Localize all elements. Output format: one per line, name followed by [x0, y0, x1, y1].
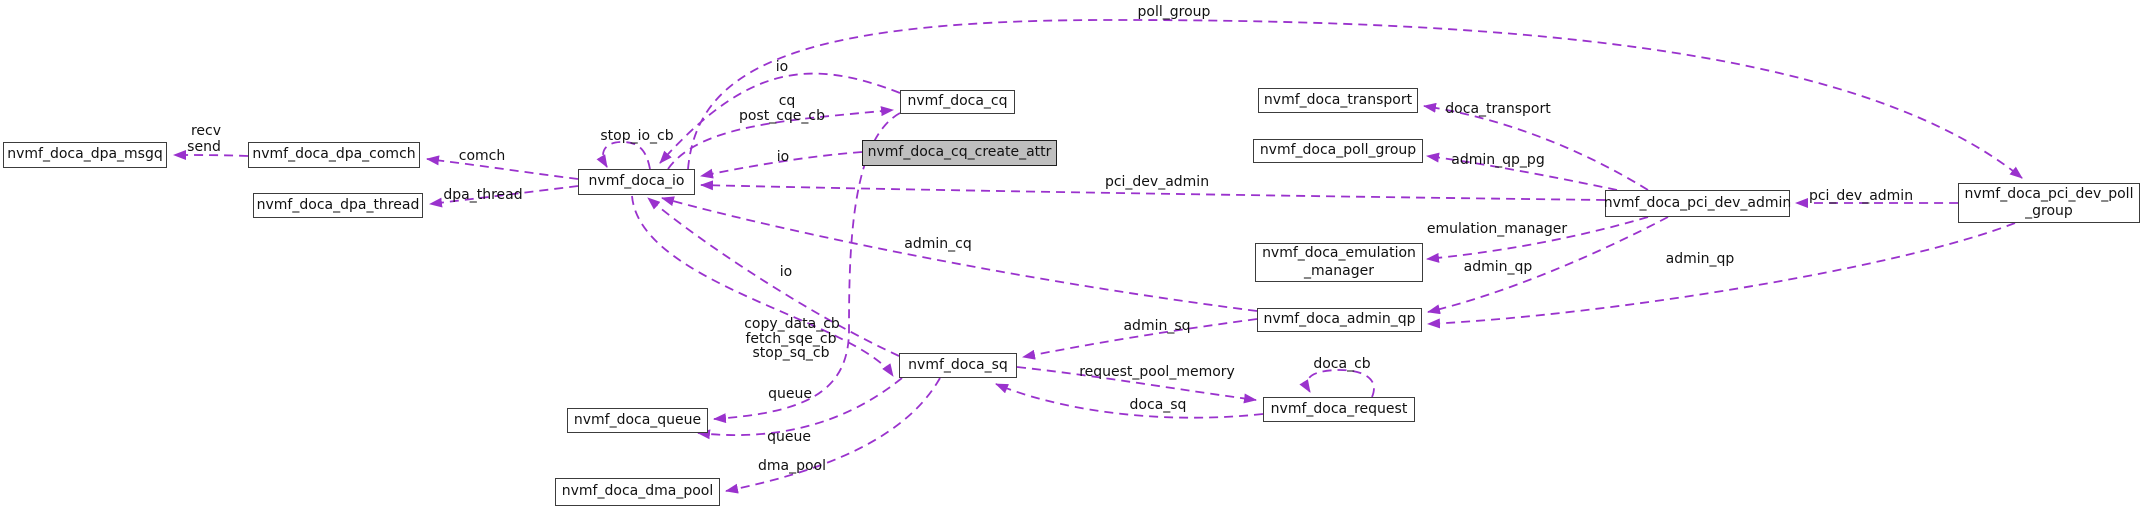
- edge-pci-dev-admin-to-admin-qp: [1427, 216, 1669, 315]
- node-nvmf-doca-dpa-thread[interactable]: nvmf_doca_dpa_thread: [253, 193, 423, 218]
- node-nvmf-doca-request[interactable]: nvmf_doca_request: [1263, 397, 1415, 422]
- node-nvmf-doca-admin-qp[interactable]: nvmf_doca_admin_qp: [1257, 308, 1422, 332]
- edge-admin-qp-to-io: [661, 196, 1258, 312]
- node-label: nvmf_doca_dma_pool: [561, 483, 714, 500]
- node-nvmf-doca-dpa-comch[interactable]: nvmf_doca_dpa_comch: [248, 142, 420, 168]
- edge-doca-cb-self-loop: [1299, 369, 1375, 398]
- edge-io-to-dpa-thread: [429, 185, 579, 208]
- node-nvmf-doca-dpa-msgq[interactable]: nvmf_doca_dpa_msgq: [3, 142, 167, 168]
- edge-sq-to-io: [647, 197, 900, 357]
- node-label: nvmf_doca_queue: [573, 411, 702, 428]
- node-label: _group: [2025, 203, 2073, 219]
- node-nvmf-doca-transport[interactable]: nvmf_doca_transport: [1258, 88, 1418, 113]
- node-label: nvmf_doca_emulation: [1262, 245, 1416, 261]
- edge-request-to-sq: [995, 383, 1264, 419]
- edge-pci-dev-poll-group-to-admin-qp: [1427, 222, 2016, 329]
- node-nvmf-doca-poll-group[interactable]: nvmf_doca_poll_group: [1253, 139, 1423, 163]
- node-label: nvmf_doca_dpa_msgq: [7, 146, 163, 163]
- edge-sq-to-dma-pool: [725, 377, 941, 494]
- edge-pci-dev-admin-to-emulation-manager: [1426, 216, 1649, 263]
- edge-cq-to-queue: [713, 112, 901, 424]
- node-label: nvmf_doca_transport: [1263, 91, 1413, 108]
- node-nvmf-doca-cq-create-attr[interactable]: nvmf_doca_cq_create_attr: [862, 140, 1057, 166]
- edge-comch-to-msgq: [173, 150, 249, 161]
- edge-sq-to-queue: [697, 377, 903, 440]
- edge-io-to-pci-dev-poll-group: [687, 19, 2023, 179]
- node-nvmf-doca-dma-pool[interactable]: nvmf_doca_dma_pool: [555, 478, 720, 506]
- node-nvmf-doca-pci-dev-poll-group[interactable]: nvmf_doca_pci_dev_poll_group: [1958, 183, 2140, 223]
- node-label: nvmf_doca_cq: [907, 93, 1008, 110]
- node-label: _manager: [1304, 262, 1374, 279]
- edge-pci-dev-admin-to-io: [700, 180, 1606, 201]
- edge-admin-qp-to-sq: [1022, 318, 1258, 360]
- node-label: nvmf_doca_request: [1270, 400, 1408, 417]
- edge-stop-io-cb-self-loop: [596, 141, 651, 170]
- node-label: nvmf_doca_pci_dev_poll: [1964, 185, 2134, 202]
- node-label: nvmf_doca_poll_group: [1259, 142, 1417, 159]
- node-nvmf-doca-sq[interactable]: nvmf_doca_sq: [899, 353, 1017, 378]
- edge-io-to-sq: [631, 195, 894, 377]
- edge-create-attr-to-io: [700, 151, 863, 179]
- node-label: nvmf_doca_io: [588, 173, 685, 190]
- edge-sq-to-request: [1016, 366, 1257, 404]
- node-nvmf-doca-queue[interactable]: nvmf_doca_queue: [567, 408, 708, 433]
- node-nvmf-doca-emulation-manager[interactable]: nvmf_doca_emulation_manager: [1255, 243, 1423, 282]
- edge-io-to-cq: [667, 106, 894, 170]
- node-label: nvmf_doca_sq: [908, 356, 1008, 373]
- node-label: nvmf_doca_dpa_thread: [256, 196, 420, 213]
- node-nvmf-doca-pci-dev-admin[interactable]: nvmf_doca_pci_dev_admin: [1603, 190, 1792, 217]
- edge-io-to-comch: [426, 155, 579, 180]
- node-label: nvmf_doca_dpa_comch: [252, 146, 416, 163]
- node-nvmf-doca-cq[interactable]: nvmf_doca_cq: [900, 90, 1015, 114]
- edge-pci-dev-admin-to-poll-group: [1426, 152, 1618, 191]
- node-nvmf-doca-io[interactable]: nvmf_doca_io: [578, 169, 695, 195]
- node-label: nvmf_doca_cq_create_attr: [867, 144, 1052, 161]
- edge-pci-dev-admin-to-transport: [1423, 102, 1649, 191]
- edge-cq-to-io: [659, 72, 901, 164]
- node-label: nvmf_doca_admin_qp: [1263, 311, 1416, 328]
- node-label: nvmf_doca_pci_dev_admin: [1603, 194, 1792, 211]
